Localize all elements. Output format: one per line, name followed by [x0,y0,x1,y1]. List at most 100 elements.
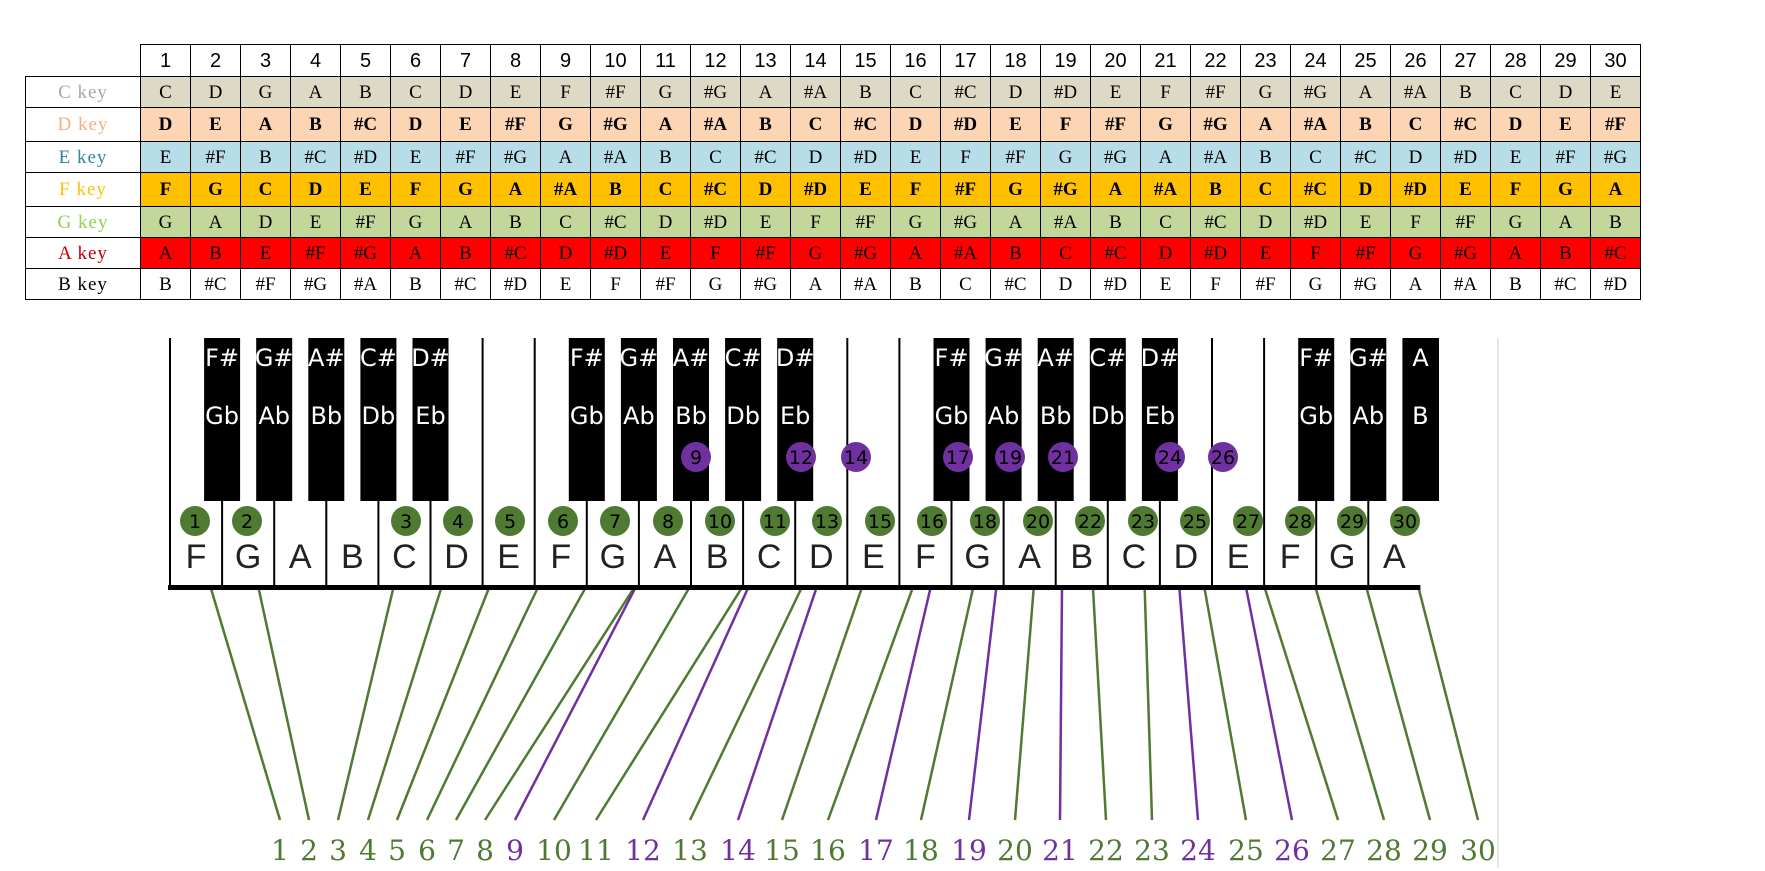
hole-marker-circle [917,506,947,536]
hole-number-header: 23 [1240,44,1291,77]
hole-marker-circle [548,506,578,536]
white-key-label: A [289,538,312,576]
hole-marker-circle [1128,506,1158,536]
note-cell: B [1090,206,1141,238]
bottom-hole-number: 20 [997,834,1033,867]
hole-marker-number: 4 [452,511,464,533]
hole-marker-circle [1048,442,1078,472]
bottom-hole-number: 7 [447,834,465,867]
note-cell: E [140,141,191,173]
bottom-hole-number: 12 [625,834,661,867]
note-cell: C [890,76,941,108]
black-key-sharp-label: F# [205,344,239,372]
black-key [1298,338,1335,501]
note-cell: C [790,107,841,142]
white-key-label: B [341,538,364,576]
note-cell: E [1590,76,1641,108]
hole-marker-number: 17 [946,447,970,469]
note-cell: #G [940,206,991,238]
black-key [360,338,397,501]
hole-marker-circle [786,442,816,472]
note-cell: B [740,107,791,142]
bottom-hole-number: 1 [271,834,289,867]
note-cell: #D [1190,237,1241,269]
black-key [985,338,1022,501]
black-key-flat-label: Bb [310,402,342,430]
note-cell: A [140,237,191,269]
note-cell: #F [990,141,1041,173]
key-row-label: D key [25,107,141,142]
note-cell: C [1240,172,1291,207]
note-cell: G [640,76,691,108]
note-cell: B [590,172,641,207]
note-cell: #A [590,141,641,173]
bottom-hole-number: 14 [720,834,756,867]
hole-marker-circle [943,442,973,472]
note-cell: C [1490,76,1541,108]
black-key-sharp-label: G# [1349,344,1388,372]
hole-marker-number: 12 [789,447,813,469]
note-cell: D [1390,141,1441,173]
note-cell: D [140,107,191,142]
note-cell: #A [690,107,741,142]
note-cell: G [1390,237,1441,269]
note-cell: A [990,206,1041,238]
note-cell: #F [1190,76,1241,108]
note-cell: D [440,76,491,108]
note-cell: #D [590,237,641,269]
hole-marker-number: 24 [1158,447,1182,469]
note-cell: A [390,237,441,269]
white-key-label: A [1018,538,1041,576]
note-cell: D [540,237,591,269]
black-key-sharp-label: A# [308,344,345,372]
hole-marker-number: 16 [920,511,944,533]
note-cell: #F [190,141,241,173]
white-key-label: C [392,538,417,576]
note-cell: A [290,76,341,108]
key-row-label: C key [25,76,141,108]
white-key-label: F [915,538,936,576]
note-cell: B [340,76,391,108]
note-cell: B [390,268,441,300]
hole-marker-number: 2 [241,511,253,533]
bottom-hole-number: 18 [903,834,939,867]
hole-marker-number: 21 [1051,447,1075,469]
note-cell: E [1440,172,1491,207]
note-cell: C [390,76,441,108]
bottom-hole-number: 26 [1274,834,1310,867]
black-key-flat-label: Bb [675,402,707,430]
note-cell: F [1040,107,1091,142]
note-cell: D [240,206,291,238]
bottom-hole-number: 25 [1228,834,1264,867]
white-key-label: F [1280,538,1301,576]
note-cell: G [1290,268,1341,300]
hole-marker-number: 23 [1131,511,1155,533]
black-key [568,338,605,501]
note-cell: #C [1540,268,1591,300]
note-cell: #D [940,107,991,142]
black-key [725,338,762,501]
note-cell: E [1140,268,1191,300]
note-cell: #G [340,237,391,269]
white-key-label: C [757,538,782,576]
note-cell: D [1490,107,1541,142]
note-cell: A [490,172,541,207]
hole-marker-circle [232,506,262,536]
note-cell: B [1190,172,1241,207]
note-cell: #C [190,268,241,300]
black-key-sharp-label: F# [935,344,969,372]
white-key-label: F [186,538,207,576]
note-cell: #A [1390,76,1441,108]
black-key [204,338,241,501]
black-key [777,338,814,501]
black-key-flat-label: Db [726,402,760,430]
note-cell: A [1090,172,1141,207]
